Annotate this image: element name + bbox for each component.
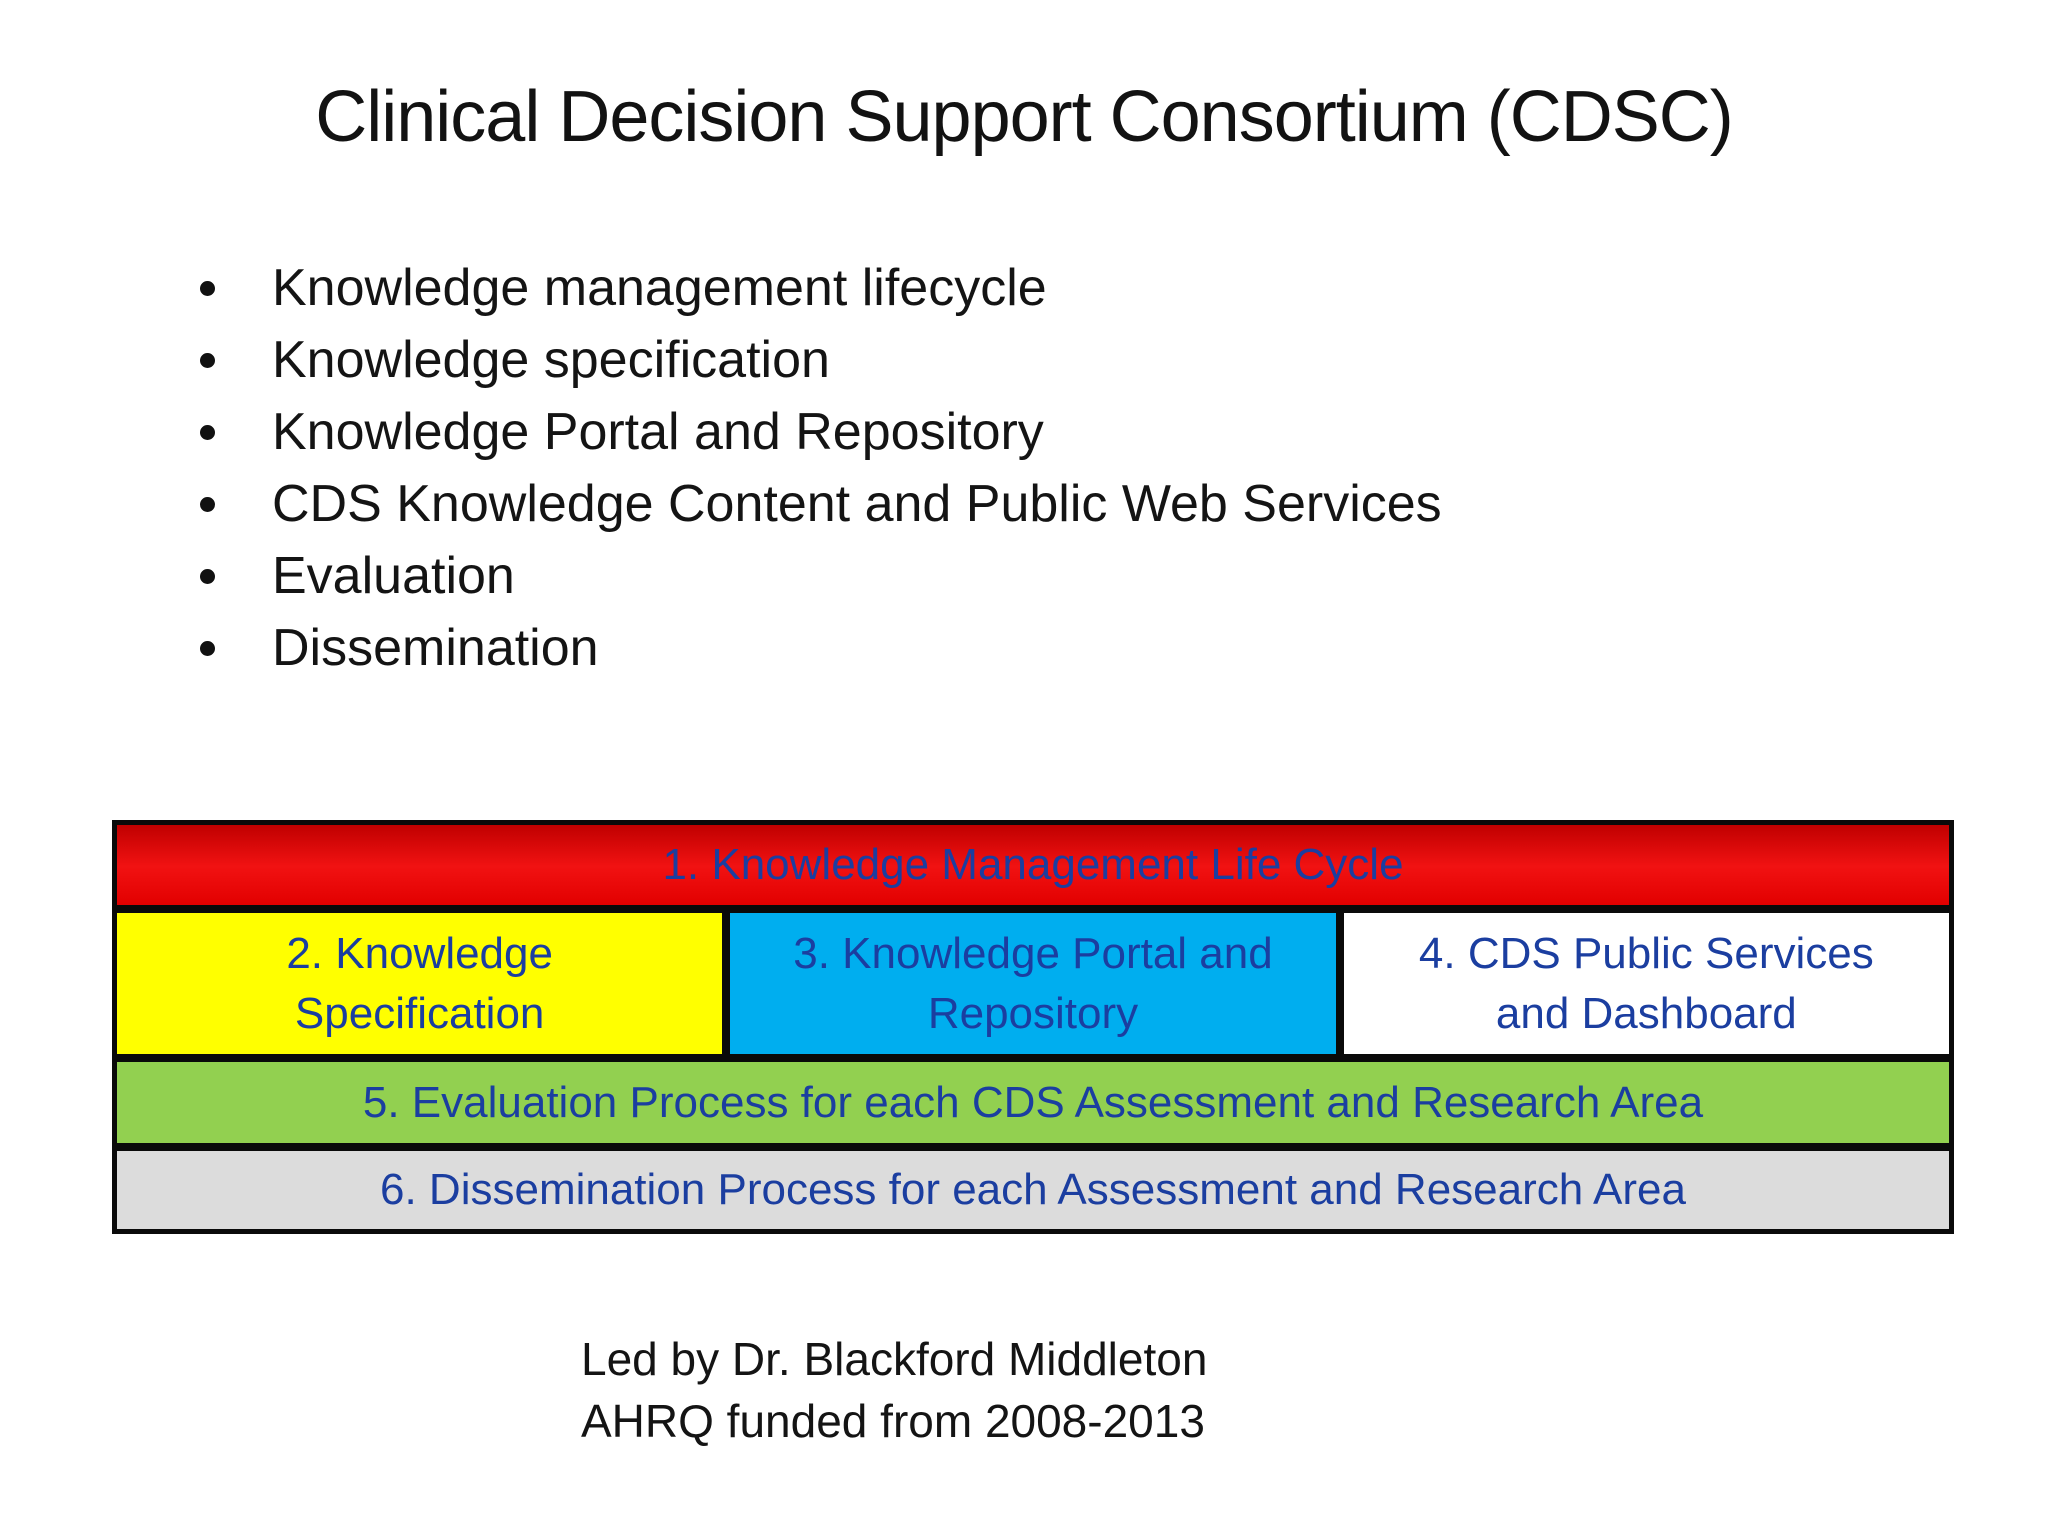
bullet-marker xyxy=(200,352,215,368)
bullet-list: Knowledge management lifecycle Knowledge… xyxy=(200,252,1442,684)
bullet-text: Knowledge management lifecycle xyxy=(272,259,1047,317)
bullet-marker xyxy=(200,568,215,584)
slide-title: Clinical Decision Support Consortium (CD… xyxy=(315,77,1733,157)
bullet-marker xyxy=(200,280,215,296)
bullet-marker xyxy=(200,640,215,656)
diagram-row-middle: 2. Knowledge Specification 3. Knowledge … xyxy=(117,913,1949,1054)
bullet-text: Knowledge Portal and Repository xyxy=(272,403,1044,461)
bullet-text: Dissemination xyxy=(272,619,599,677)
diagram-cell-knowledge-specification: 2. Knowledge Specification xyxy=(117,913,723,1054)
bullet-item-cds-knowledge-content: CDS Knowledge Content and Public Web Ser… xyxy=(200,468,1442,540)
footer-credit: Led by Dr. Blackford Middleton AHRQ fund… xyxy=(581,1328,1207,1452)
bullet-item-evaluation: Evaluation xyxy=(200,540,1442,612)
process-diagram: 1. Knowledge Management Life Cycle 2. Kn… xyxy=(112,820,1954,1234)
bullet-text: Evaluation xyxy=(272,547,515,605)
diagram-row-knowledge-management-life-cycle: 1. Knowledge Management Life Cycle xyxy=(117,825,1949,905)
bullet-marker xyxy=(200,496,215,512)
bullet-item-dissemination: Dissemination xyxy=(200,612,1442,684)
bullet-text: Knowledge specification xyxy=(272,331,830,389)
footer-line-led-by: Led by Dr. Blackford Middleton xyxy=(581,1333,1208,1385)
diagram-cell-cds-public-services-dashboard: 4. CDS Public Services and Dashboard xyxy=(1343,913,1949,1054)
bullet-item-knowledge-portal-repository: Knowledge Portal and Repository xyxy=(200,396,1442,468)
diagram-row-evaluation-process: 5. Evaluation Process for each CDS Asses… xyxy=(117,1062,1949,1143)
footer-line-funding: AHRQ funded from 2008-2013 xyxy=(581,1395,1205,1447)
bullet-item-knowledge-specification: Knowledge specification xyxy=(200,324,1442,396)
bullet-text: CDS Knowledge Content and Public Web Ser… xyxy=(272,475,1442,533)
diagram-cell-knowledge-portal-repository: 3. Knowledge Portal and Repository xyxy=(730,913,1336,1054)
bullet-item-knowledge-management-lifecycle: Knowledge management lifecycle xyxy=(200,252,1442,324)
diagram-row-dissemination-process: 6. Dissemination Process for each Assess… xyxy=(117,1151,1949,1229)
bullet-marker xyxy=(200,424,215,440)
